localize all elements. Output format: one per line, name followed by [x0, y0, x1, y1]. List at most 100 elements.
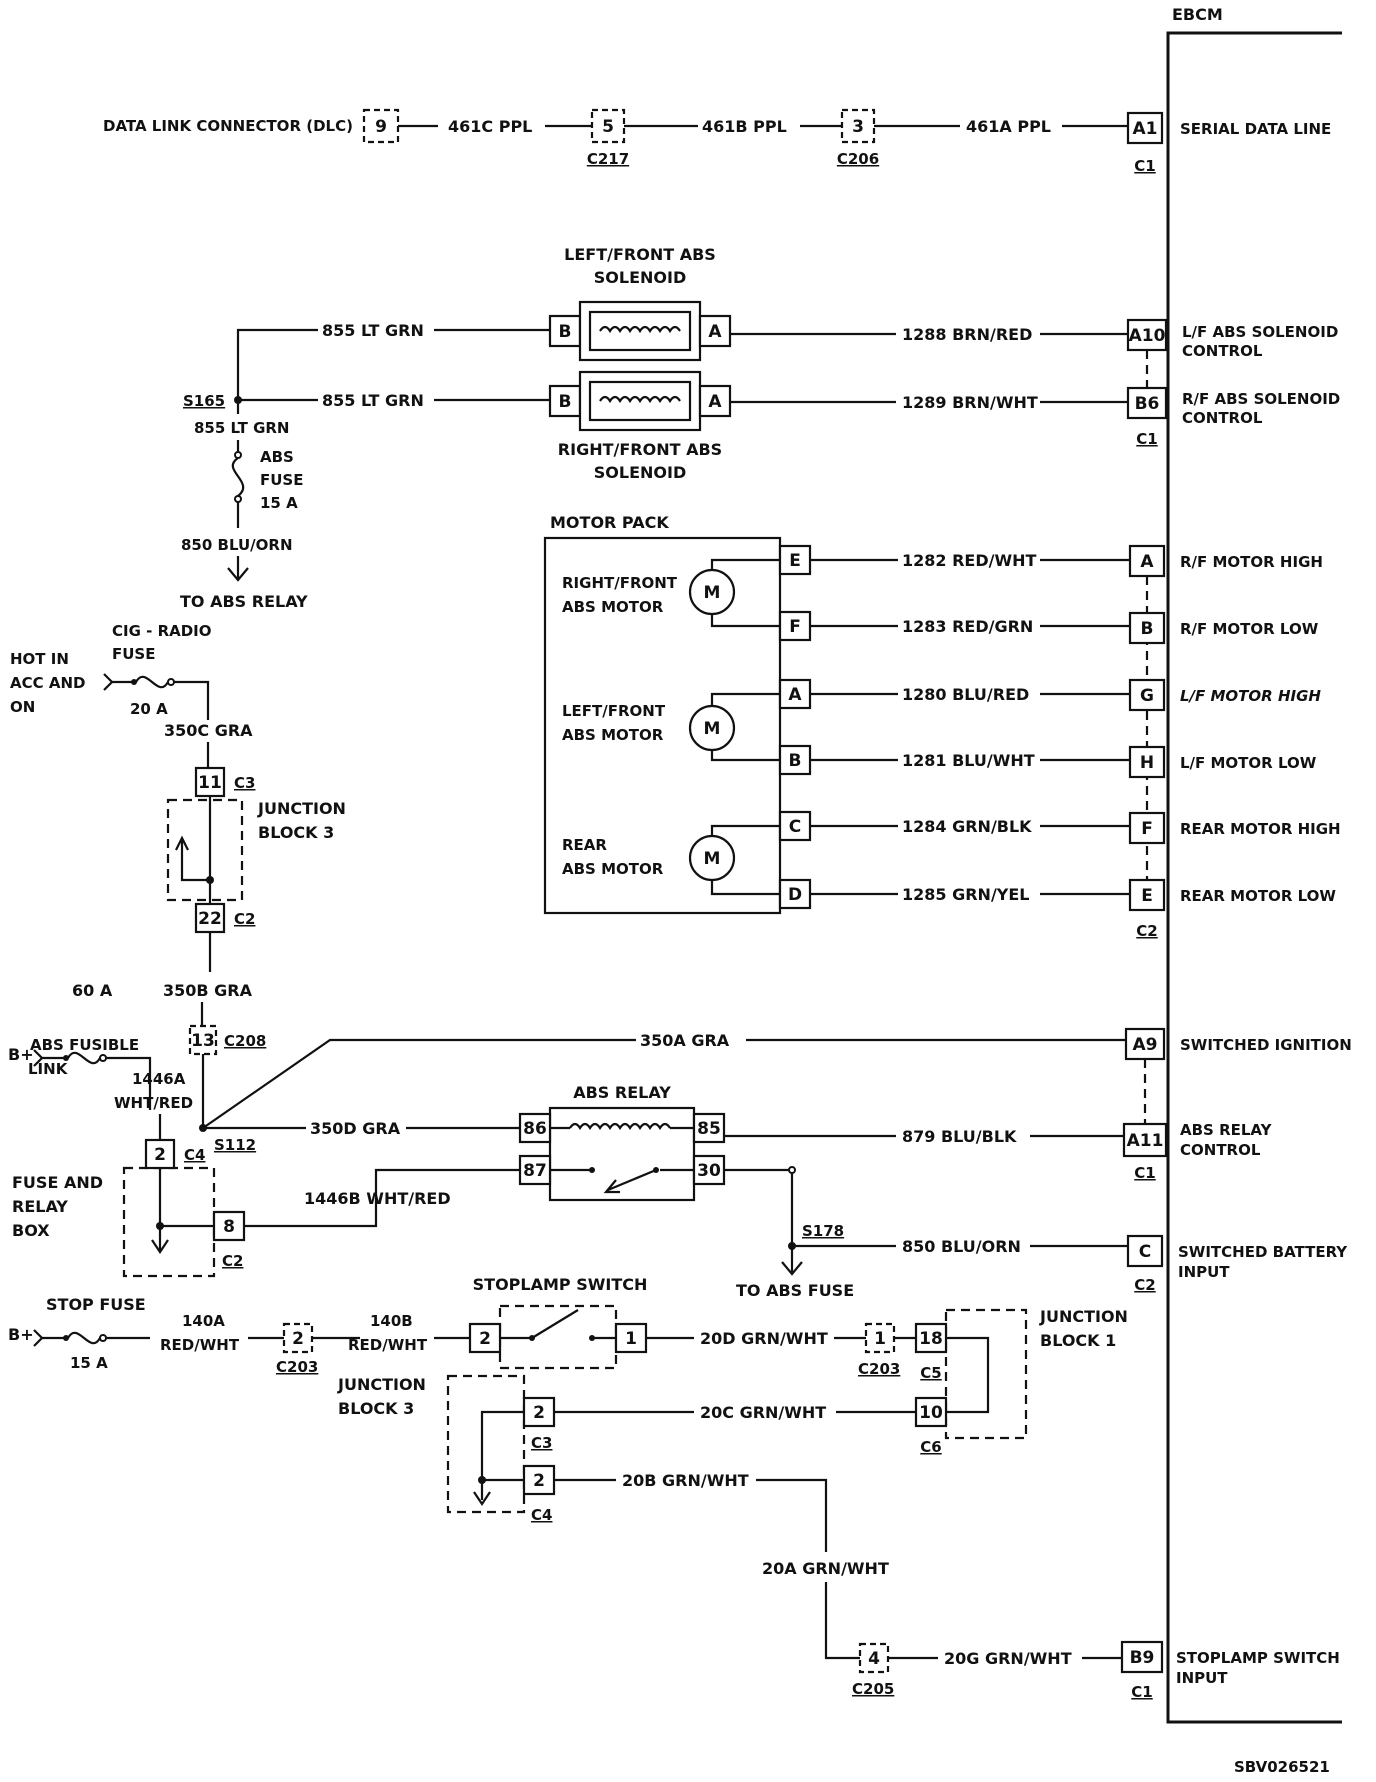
ebcm-pin-a: A R/F MOTOR HIGH	[1128, 544, 1323, 578]
ebcm-pin-b9: B9 STOPLAMP SWITCH INPUT C1	[1120, 1640, 1340, 1701]
wire-350b: 350B GRA	[163, 981, 253, 1000]
ebcm-pin-b-desc: R/F MOTOR LOW	[1180, 620, 1319, 638]
c205-label: C205	[852, 1680, 894, 1698]
fuse-box-pin-2: 2	[154, 1145, 166, 1165]
stop-fuse-label: STOP FUSE	[46, 1295, 146, 1314]
ebcm-pin-g: G L/F MOTOR HIGH	[1128, 678, 1321, 712]
s112-label: S112	[214, 1136, 256, 1154]
wire-461a: 461A PPL	[966, 117, 1051, 136]
motor-lf-pin-a: A	[788, 685, 802, 705]
ebcm-pin-g-label: G	[1140, 686, 1154, 706]
wire-461c: 461C PPL	[448, 117, 532, 136]
ebcm-pin-b6-desc-1: R/F ABS SOLENOID	[1182, 390, 1340, 408]
ebcm-pin-b6: B6 R/F ABS SOLENOID CONTROL C1	[1126, 386, 1340, 448]
c208-pin: 13	[191, 1031, 215, 1051]
jb3-pin-11: 11	[198, 773, 222, 793]
wire-350a: 350A GRA	[640, 1031, 730, 1050]
stoplamp-switch-pin-2: 2	[479, 1329, 491, 1349]
serial-data-circuit: DATA LINK CONNECTOR (DLC) 9 461C PPL 5 C…	[103, 108, 1128, 168]
stoplamp-circuit: B+ STOP FUSE 15 A 140A RED/WHT 2 C203 14…	[8, 1275, 1128, 1698]
wire-1280: 1280 BLU/RED	[902, 685, 1029, 704]
hot-in-label-3: ON	[10, 698, 35, 716]
wire-350c: 350C GRA	[164, 721, 253, 740]
ignition-feed-circuit: HOT IN ACC AND ON CIG - RADIO FUSE 20 A …	[10, 622, 1126, 1154]
cig-radio-fuse-label-1: CIG - RADIO	[112, 622, 212, 640]
ebcm-pin-a11-label: A11	[1127, 1131, 1164, 1151]
jb3-conn-c3: C3	[234, 774, 255, 792]
ebcm-pin-e: E REAR MOTOR LOW C2	[1128, 878, 1336, 940]
ebcm-module: EBCM	[1166, 5, 1342, 1724]
right-solenoid-pin-a: A	[708, 392, 722, 412]
left-front-solenoid: LEFT/FRONT ABS SOLENOID B A	[548, 245, 732, 362]
c203-label-b: C203	[858, 1360, 900, 1378]
motor-lf-pin-b: B	[789, 751, 802, 771]
jb1-pin-18: 18	[919, 1329, 943, 1349]
jb3b-label-2: BLOCK 3	[338, 1399, 414, 1418]
c203-label-a: C203	[276, 1358, 318, 1376]
jb1-conn-c5: C5	[920, 1364, 941, 1382]
c205-pin: 4	[868, 1649, 880, 1669]
ebcm-conn-c1-a: C1	[1134, 157, 1155, 175]
to-abs-fuse-label: TO ABS FUSE	[736, 1281, 854, 1300]
ebcm-pin-a11: A11 ABS RELAY CONTROL C1	[1122, 1121, 1273, 1182]
ebcm-pin-b9-desc-1: STOPLAMP SWITCH	[1176, 1649, 1340, 1667]
ebcm-pin-h: H L/F MOTOR LOW	[1128, 745, 1317, 779]
motor-lf-name-2: ABS MOTOR	[562, 726, 664, 744]
ebcm-pin-a1-label: A1	[1133, 119, 1158, 139]
motor-pack: MOTOR PACK	[543, 513, 782, 915]
ebcm-title: EBCM	[1172, 5, 1223, 24]
ebcm-pin-c: C SWITCHED BATTERY INPUT C2	[1126, 1234, 1348, 1294]
hot-in-label-1: HOT IN	[10, 650, 69, 668]
abs-fuse-label-1: ABS	[260, 448, 294, 466]
wire-855-a: 855 LT GRN	[322, 321, 424, 340]
wire-1288: 1288 BRN/RED	[902, 325, 1032, 344]
c208-label: C208	[224, 1032, 266, 1050]
right-solenoid-title-1: RIGHT/FRONT ABS	[558, 440, 722, 459]
ebcm-pin-a1-desc: SERIAL DATA LINE	[1180, 120, 1331, 138]
wire-1284: 1284 GRN/BLK	[902, 817, 1032, 836]
relay-pin-85: 85	[697, 1119, 721, 1139]
left-solenoid-pin-a: A	[708, 322, 722, 342]
ebcm-conn-c2-a: C2	[1136, 922, 1157, 940]
wire-1285: 1285 GRN/YEL	[902, 885, 1030, 904]
motor-right-front: RIGHT/FRONT ABS MOTOR M E F 1282 RED/WHT…	[562, 544, 1130, 642]
bplus-label-a: B+	[8, 1045, 34, 1064]
jb1-pin-10: 10	[919, 1403, 943, 1423]
wire-850-b: 850 BLU/ORN	[902, 1237, 1021, 1256]
jb3b-pin-2a: 2	[533, 1403, 545, 1423]
abs-relay: ABS RELAY 86 87 85 30 879 BLU/BLK S178 8…	[518, 1083, 1128, 1300]
ebcm-pin-h-desc: L/F MOTOR LOW	[1180, 754, 1317, 772]
left-solenoid-pin-b: B	[559, 322, 572, 342]
ebcm-pin-a1: A1 SERIAL DATA LINE C1	[1126, 111, 1331, 175]
ebcm-pin-a10-desc-1: L/F ABS SOLENOID	[1182, 323, 1338, 341]
right-solenoid-pin-b: B	[559, 392, 572, 412]
ebcm-pin-f-label: F	[1141, 819, 1153, 839]
motor-rf-pin-f: F	[789, 617, 801, 637]
fuse-relay-box-label-3: BOX	[12, 1221, 50, 1240]
jb3b-label-1: JUNCTION	[337, 1375, 426, 1394]
ebcm-pin-a-desc: R/F MOTOR HIGH	[1180, 553, 1323, 571]
ebcm-pin-a9: A9 SWITCHED IGNITION	[1124, 1027, 1352, 1061]
motor-left-front: LEFT/FRONT ABS MOTOR M A B 1280 BLU/RED …	[562, 678, 1130, 776]
motor-rear-name-1: REAR	[562, 836, 607, 854]
ebcm-pin-b6-desc-2: CONTROL	[1182, 409, 1263, 427]
c206-label: C206	[837, 150, 879, 168]
ebcm-pin-b: B R/F MOTOR LOW	[1128, 611, 1319, 645]
ebcm-pin-f-desc: REAR MOTOR HIGH	[1180, 820, 1341, 838]
jb3-label-1: JUNCTION	[257, 799, 346, 818]
fuse-relay-box-label-1: FUSE AND	[12, 1173, 103, 1192]
relay-pin-87: 87	[523, 1161, 547, 1181]
fuse-box-conn-c4: C4	[184, 1146, 205, 1164]
ebcm-pin-e-label: E	[1141, 886, 1153, 906]
wire-140b-1: 140B	[370, 1312, 413, 1330]
left-solenoid-title-1: LEFT/FRONT ABS	[564, 245, 716, 264]
c203-pin-1: 1	[874, 1329, 886, 1349]
motor-rf-name-1: RIGHT/FRONT	[562, 574, 678, 592]
wire-879: 879 BLU/BLK	[902, 1127, 1017, 1146]
motor-rear-name-2: ABS MOTOR	[562, 860, 664, 878]
jb1-label-2: BLOCK 1	[1040, 1331, 1116, 1350]
fusible-link-circuit: B+ 60 A ABS FUSIBLE LINK LINK 1446A WHT/…	[8, 981, 520, 1278]
fuse-box-pin-8: 8	[223, 1217, 235, 1237]
wire-140b-2: RED/WHT	[348, 1336, 428, 1354]
jb3b-pin-2b: 2	[533, 1471, 545, 1491]
